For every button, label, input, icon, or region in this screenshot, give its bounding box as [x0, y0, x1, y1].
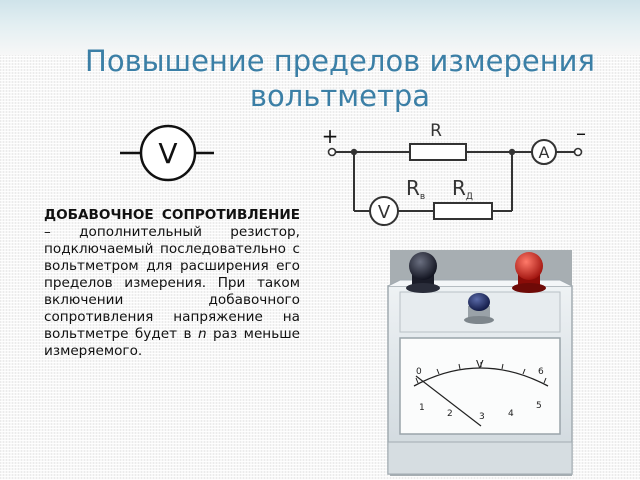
terminal-plus — [327, 147, 337, 157]
zero-adjust-knob — [464, 293, 494, 324]
voltmeter-circle — [369, 196, 399, 226]
title-line-1: Повышение пределов измерения — [85, 44, 595, 78]
circuit-diagram: + – R A V Rв RД — [322, 121, 586, 226]
rv-label: Rв — [406, 176, 425, 202]
definition-body-2: раз меньше измеряемого. — [44, 326, 301, 359]
header-band — [0, 0, 640, 55]
dial-needle — [415, 375, 482, 427]
scale-0: 0 — [416, 367, 422, 377]
ammeter-circle — [531, 139, 557, 165]
definition-n: n — [197, 326, 207, 342]
symbol-label: V — [158, 137, 177, 170]
dial-arc — [413, 367, 549, 387]
dial-ticks — [415, 362, 547, 384]
title-line-2: вольтметра — [249, 79, 431, 113]
scale-2: 2 — [447, 409, 453, 419]
scale-5: 5 — [536, 401, 542, 411]
slide-title: Повышение пределов измерения вольтметра — [40, 44, 640, 114]
resistor-r — [409, 143, 467, 161]
device-base — [387, 441, 573, 475]
terminal-black — [406, 252, 440, 293]
resistor-r-label: R — [430, 121, 442, 141]
definition-term: ДОБАВОЧНОЕ СОПРОТИВЛЕНИЕ — [44, 207, 300, 223]
scale-6: 6 — [538, 367, 544, 377]
dial-window — [399, 337, 561, 435]
definition-text: ДОБАВОЧНОЕ СОПРОТИВЛЕНИЕ – дополнительны… — [44, 207, 300, 360]
voltmeter-symbol: V — [120, 124, 214, 182]
scale-1: 1 — [419, 403, 425, 413]
junction-right — [508, 148, 516, 156]
definition-body-1: – дополнительный резистор, подключаемый … — [44, 224, 300, 342]
minus-label: – — [576, 121, 586, 145]
ammeter-label: A — [539, 143, 550, 162]
voltmeter-label: V — [378, 202, 391, 223]
junction-left — [350, 148, 358, 156]
plus-label: + — [322, 124, 339, 148]
terminal-red — [512, 252, 546, 293]
rd-label: RД — [452, 176, 473, 202]
dial-unit: V — [476, 358, 484, 371]
voltmeter-device: V 0 6 1 2 3 4 5 — [387, 250, 573, 476]
resistor-rd — [433, 202, 493, 220]
terminal-minus — [573, 147, 583, 157]
symbol-circle — [139, 124, 197, 182]
scale-3: 3 — [479, 412, 485, 422]
scale-4: 4 — [508, 409, 514, 419]
